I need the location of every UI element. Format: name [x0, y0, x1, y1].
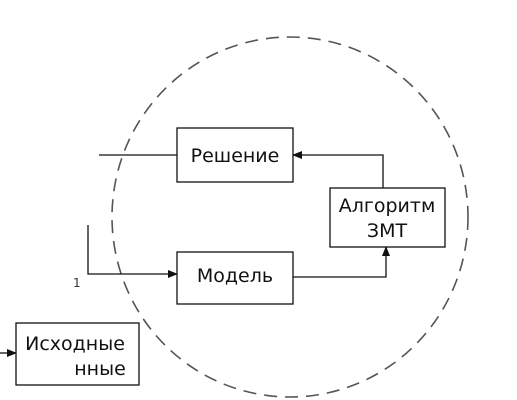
source-to-model-connector	[87, 225, 178, 278]
algorithm-label-line-2: ЗМТ	[367, 220, 408, 242]
stray-tick-mark: 1	[73, 276, 81, 290]
decision-box	[176, 127, 294, 183]
source-data-label-line-1: Исходные	[25, 333, 125, 355]
algorithm-node: Алгоритм ЗМТ	[329, 187, 446, 248]
source-data-label-line-2: нные	[74, 358, 126, 380]
model-node: Модель	[176, 251, 294, 305]
model-box	[176, 251, 294, 305]
model-to-algorithm-connector	[293, 246, 390, 278]
decision-label: Решение	[191, 145, 280, 167]
algorithm-box	[329, 187, 446, 248]
model-label: Модель	[197, 265, 273, 287]
decision-node: Решение	[176, 127, 294, 183]
algorithm-label-line-1: Алгоритм	[339, 195, 436, 217]
source-data-node: Исходные нные	[15, 322, 140, 386]
system-boundary-circle	[111, 36, 469, 398]
algorithm-to-decision-connector	[292, 151, 384, 188]
